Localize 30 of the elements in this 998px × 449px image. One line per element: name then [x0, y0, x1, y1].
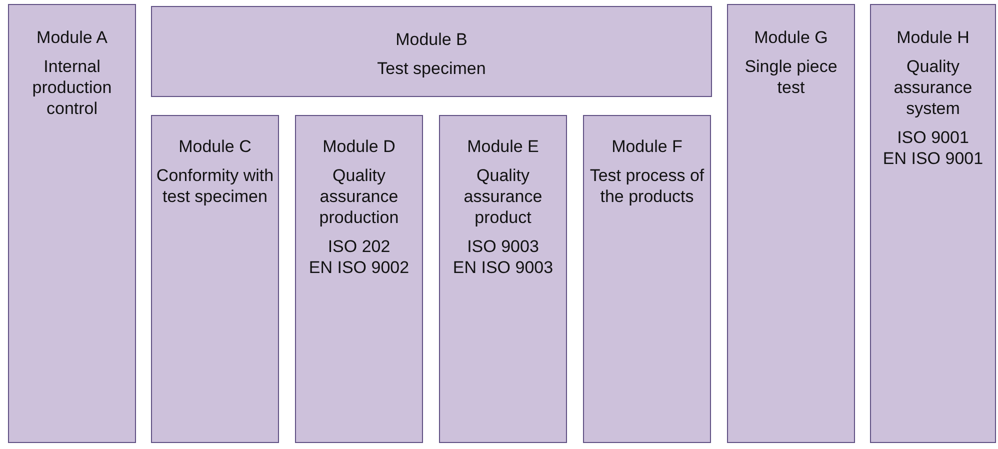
standard-reference: EN ISO 9003: [452, 257, 554, 278]
module-description: Test process of the products: [588, 165, 706, 207]
module-description: Conformity with test specimen: [156, 165, 274, 207]
standard-reference: ISO 202: [328, 236, 390, 257]
module-box: [151, 115, 279, 443]
standard-reference: ISO 9003: [467, 236, 539, 257]
module-box: [870, 4, 996, 443]
standard-reference: ISO 9001: [897, 127, 969, 148]
module-title: Module C: [178, 136, 252, 157]
module-box: [727, 4, 855, 443]
module-title: Module A: [36, 27, 108, 48]
module-description: Internal production control: [31, 56, 113, 119]
standard-reference: EN ISO 9002: [308, 257, 410, 278]
module-title: Module B: [396, 29, 468, 50]
module-title: Module H: [896, 27, 970, 48]
module-description: Quality assurance product: [462, 165, 544, 228]
module-box: [295, 115, 423, 443]
module-description: Quality assurance production: [318, 165, 400, 228]
module-description: Quality assurance system: [892, 56, 974, 119]
module-title: Module E: [467, 136, 539, 157]
module-box: [583, 115, 711, 443]
module-description: Test specimen: [377, 58, 486, 79]
module-title: Module G: [754, 27, 828, 48]
module-box: [8, 4, 136, 443]
module-box: [439, 115, 567, 443]
module-title: Module F: [612, 136, 682, 157]
standard-reference: EN ISO 9001: [882, 148, 984, 169]
module-description: Single piece test: [744, 56, 838, 98]
module-title: Module D: [322, 136, 396, 157]
module-box: [151, 6, 712, 97]
